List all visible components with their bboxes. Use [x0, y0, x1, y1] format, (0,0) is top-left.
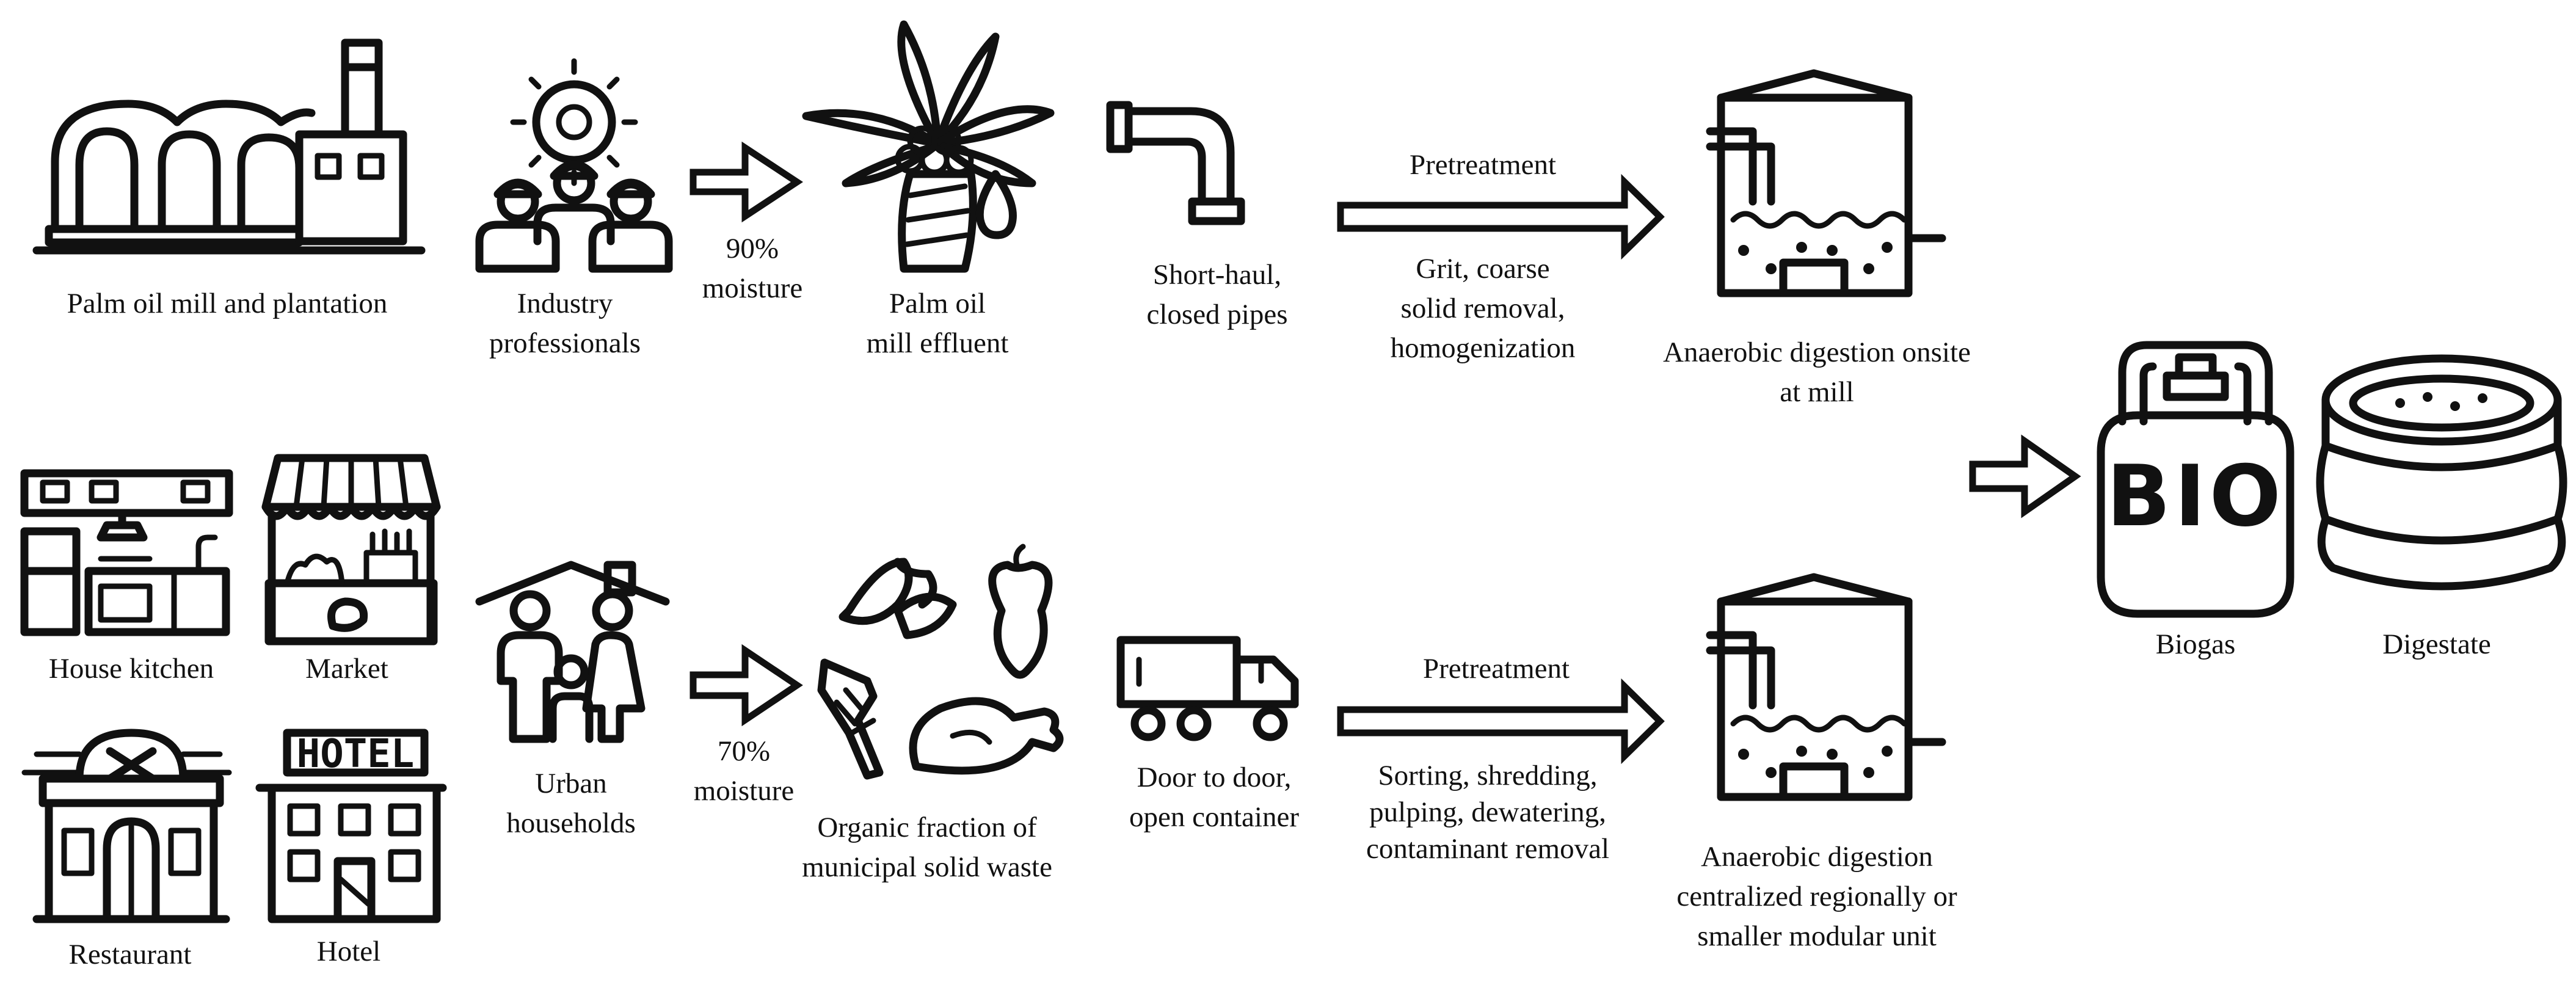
pretreatment-bottom-title: Pretreatment — [1423, 653, 1570, 685]
digester-bottom-label-line2: centralized regionally or — [1676, 881, 1957, 912]
hotel-icon: HOTEL — [255, 729, 447, 923]
pretreat-bottom-step1: Sorting, shredding, — [1378, 760, 1597, 791]
pipe-elbow-icon — [1106, 101, 1245, 225]
digester-tank-bottom-icon — [1706, 573, 1946, 801]
moisture-bottom-value: 70% — [718, 735, 770, 767]
ofmsw-label-line2: municipal solid waste — [802, 851, 1052, 883]
moisture-top-label: moisture — [702, 272, 802, 304]
digester-bottom-label-line3: smaller modular unit — [1697, 920, 1937, 952]
moisture-bottom-label: moisture — [694, 775, 794, 807]
food-waste-icon — [817, 544, 1064, 780]
gas-cylinder-icon: BIO — [2097, 341, 2294, 618]
restaurant-icon — [21, 729, 232, 923]
digester-top-label-line2: at mill — [1780, 376, 1854, 408]
moisture-top-value: 90% — [726, 233, 779, 264]
flow-arrow-1 — [689, 141, 803, 223]
pome-label-line2: mill effluent — [867, 327, 1009, 359]
restaurant-label: Restaurant — [69, 939, 192, 970]
ofmsw-label-line1: Organic fraction of — [817, 812, 1037, 843]
hotel-sign-text: HOTEL — [297, 732, 415, 777]
hotel-label: Hotel — [317, 936, 380, 967]
pretreat-top-step3: homogenization — [1391, 332, 1576, 364]
market-stall-icon — [261, 454, 441, 646]
pipe-label-line2: closed pipes — [1146, 299, 1287, 330]
workers-label-line2: professionals — [489, 327, 641, 359]
factory-icon — [32, 38, 426, 255]
workers-gear-icon — [475, 58, 673, 273]
pretreat-top-step2: solid removal, — [1401, 293, 1565, 324]
truck-icon — [1116, 636, 1299, 741]
pretreatment-top-title: Pretreatment — [1410, 149, 1556, 181]
pretreat-bottom-step2: pulping, dewatering, — [1369, 796, 1606, 828]
pretreat-bottom-step3: contaminant removal — [1366, 833, 1609, 865]
house-kitchen-label: House kitchen — [49, 653, 214, 685]
pipe-label-line1: Short-haul, — [1153, 259, 1281, 291]
digester-bottom-label-line1: Anaerobic digestion — [1701, 841, 1933, 873]
pretreatment-arrow-bottom — [1337, 678, 1665, 765]
digester-tank-top-icon — [1706, 69, 1946, 297]
family-house-icon — [475, 561, 670, 743]
flow-arrow-2 — [689, 644, 803, 727]
truck-label-line1: Door to door, — [1137, 762, 1292, 793]
kitchen-icon — [20, 469, 233, 636]
biogas-label: Biogas — [2156, 628, 2236, 660]
digestate-label: Digestate — [2382, 628, 2491, 660]
digestate-barrel-icon — [2316, 354, 2567, 591]
workers-label-line1: Industry — [517, 288, 613, 319]
palm-mill-label: Palm oil mill and plantation — [67, 288, 388, 319]
biogas-tank-text: BIO — [2106, 447, 2285, 545]
truck-label-line2: open container — [1129, 801, 1299, 833]
pome-label-line1: Palm oil — [889, 288, 986, 319]
palm-tree-icon — [802, 20, 1055, 273]
households-label-line2: households — [506, 807, 636, 839]
digester-top-label-line1: Anaerobic digestion onsite — [1663, 336, 1971, 368]
output-arrow — [1969, 434, 2081, 518]
pretreat-top-step1: Grit, coarse — [1416, 253, 1549, 285]
market-label: Market — [305, 653, 388, 685]
households-label-line1: Urban — [535, 768, 606, 799]
pretreatment-arrow-top — [1337, 173, 1665, 260]
